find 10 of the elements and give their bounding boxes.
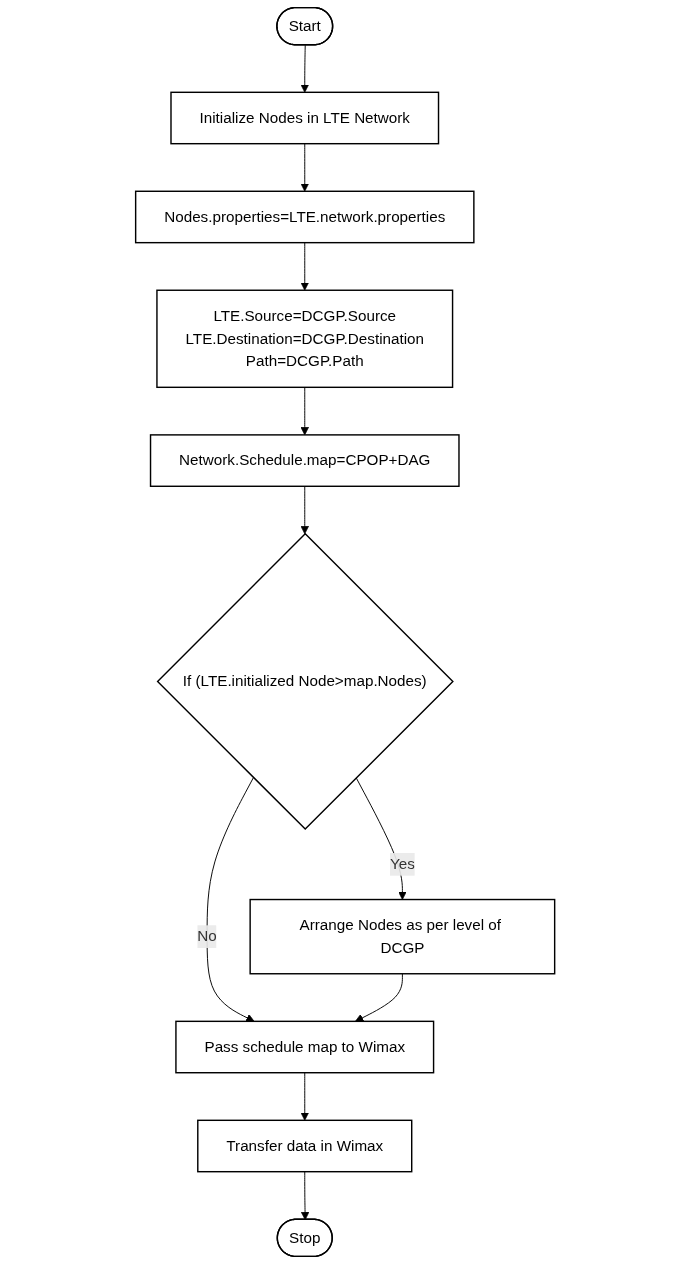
node-box: LTE.Source=DCGP.Source LTE.Destination=DCGP.Destination Path=DCGP.Path	[156, 289, 454, 389]
node-diamond: If (LTE.initialized Node>map.Nodes)	[156, 532, 455, 831]
node-box: Arrange Nodes as per level of DCGP	[249, 898, 556, 975]
node-box: Pass schedule map to Wimax	[175, 1020, 435, 1074]
node-box: Initialize Nodes in LTE Network	[170, 91, 440, 145]
edge-label: Yes	[390, 855, 416, 872]
node-box: Network.Schedule.map=CPOP+DAG	[150, 434, 461, 487]
node-box: Nodes.properties=LTE.network.properties	[135, 190, 475, 244]
edge-label: No	[197, 928, 218, 945]
node-box: Transfer data in Wimax	[197, 1119, 413, 1173]
